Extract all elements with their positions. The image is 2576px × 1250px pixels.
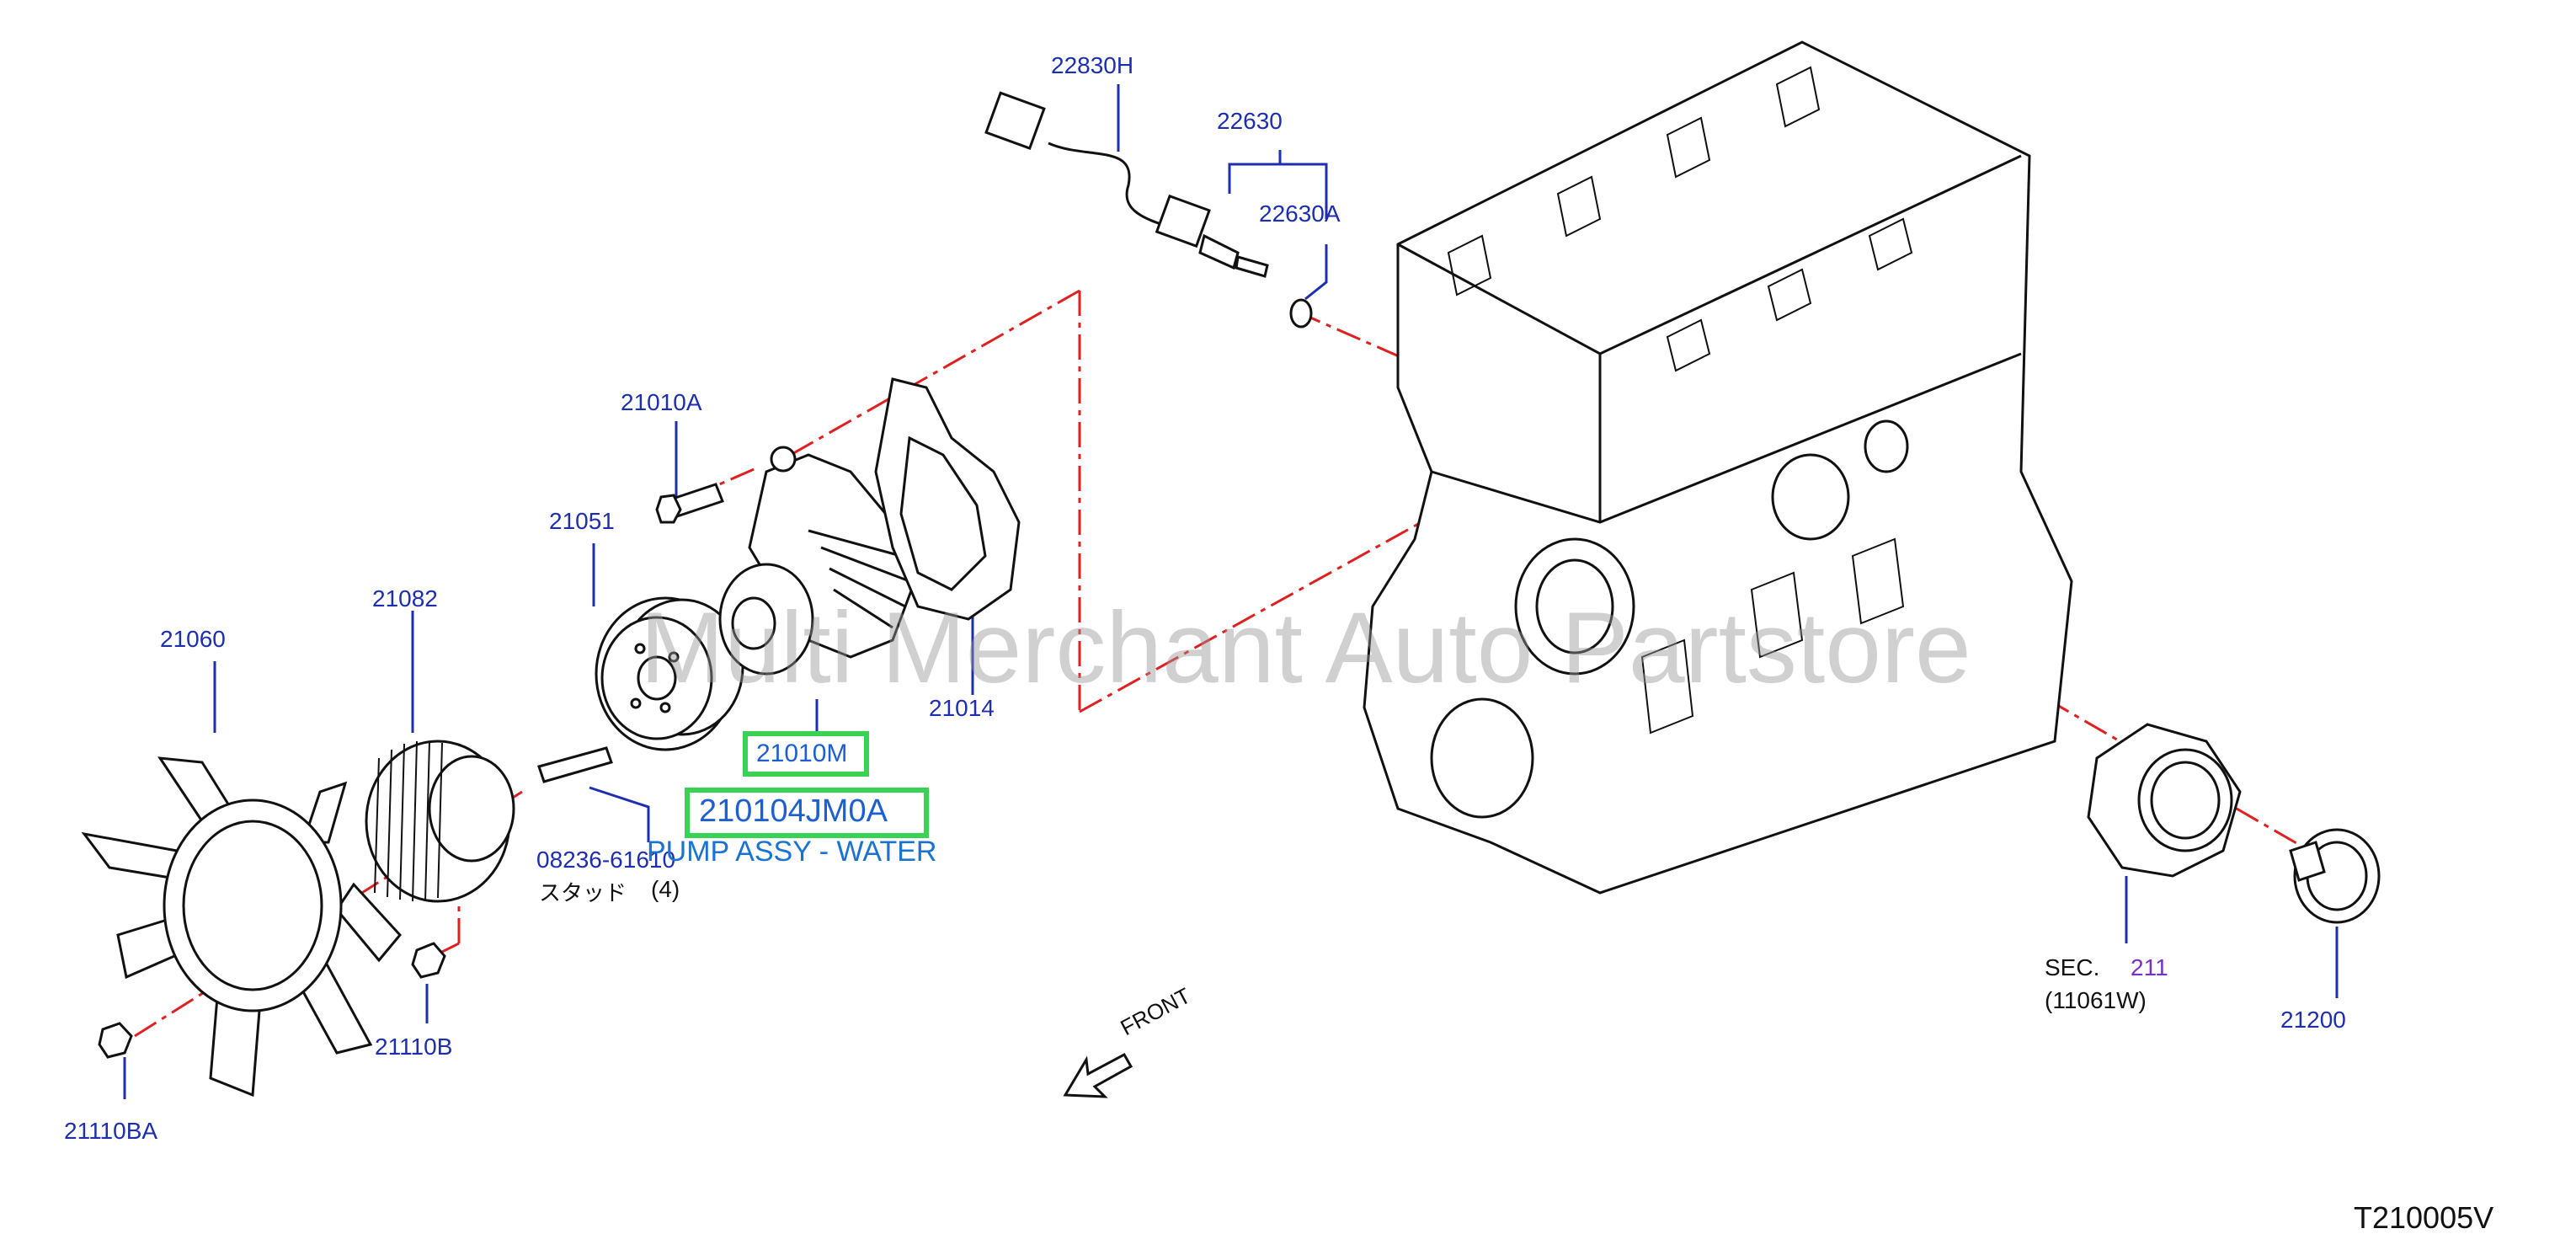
front-arrow-icon — [1063, 1052, 1133, 1098]
section-sub: (11061W) — [2045, 987, 2147, 1013]
section-label: SEC. — [2045, 954, 2100, 980]
bolt-21010A — [655, 483, 724, 524]
callout-21014[interactable]: 21014 — [929, 695, 995, 721]
part-description: PUMP ASSY - WATER — [647, 836, 937, 868]
temp-sensor-harness — [984, 91, 1313, 329]
stud-label: スタッド — [539, 881, 627, 906]
highlight-box-21010M — [743, 731, 869, 777]
callout-08236-61610[interactable]: 08236-61610 — [536, 847, 676, 873]
callout-21010A[interactable]: 21010A — [621, 389, 702, 415]
callout-22830H[interactable]: 22830H — [1051, 52, 1134, 78]
highlight-box-part-number — [685, 788, 929, 838]
part-number-link[interactable]: 210104JM0A — [699, 793, 888, 829]
callout-21110BA[interactable]: 21110BA — [64, 1118, 158, 1144]
section-ref-link[interactable]: 211 — [2131, 954, 2168, 980]
callout-22630A[interactable]: 22630A — [1259, 200, 1341, 227]
leader-lines — [123, 84, 2339, 1099]
nuts — [98, 942, 446, 1059]
stud-quantity: (4) — [651, 876, 680, 902]
water-pump — [718, 446, 920, 676]
fan-clutch — [365, 740, 515, 903]
callout-21110B[interactable]: 21110B — [375, 1034, 453, 1060]
callout-22630[interactable]: 22630 — [1217, 108, 1283, 134]
pulley — [595, 596, 744, 751]
callout-21060[interactable]: 21060 — [160, 626, 226, 652]
callout-21082[interactable]: 21082 — [372, 585, 438, 612]
engine-block — [1363, 40, 2073, 895]
gasket-21014 — [874, 377, 1021, 621]
thermostat — [2289, 828, 2381, 924]
callout-21051[interactable]: 21051 — [549, 508, 615, 534]
thermostat-housing — [2087, 723, 2242, 878]
callout-21010M[interactable]: 21010M — [756, 740, 848, 767]
stud — [537, 746, 613, 783]
callout-21200[interactable]: 21200 — [2280, 1007, 2346, 1033]
fan-blade — [81, 756, 402, 1098]
diagram-code: T210005V — [2354, 1200, 2494, 1235]
